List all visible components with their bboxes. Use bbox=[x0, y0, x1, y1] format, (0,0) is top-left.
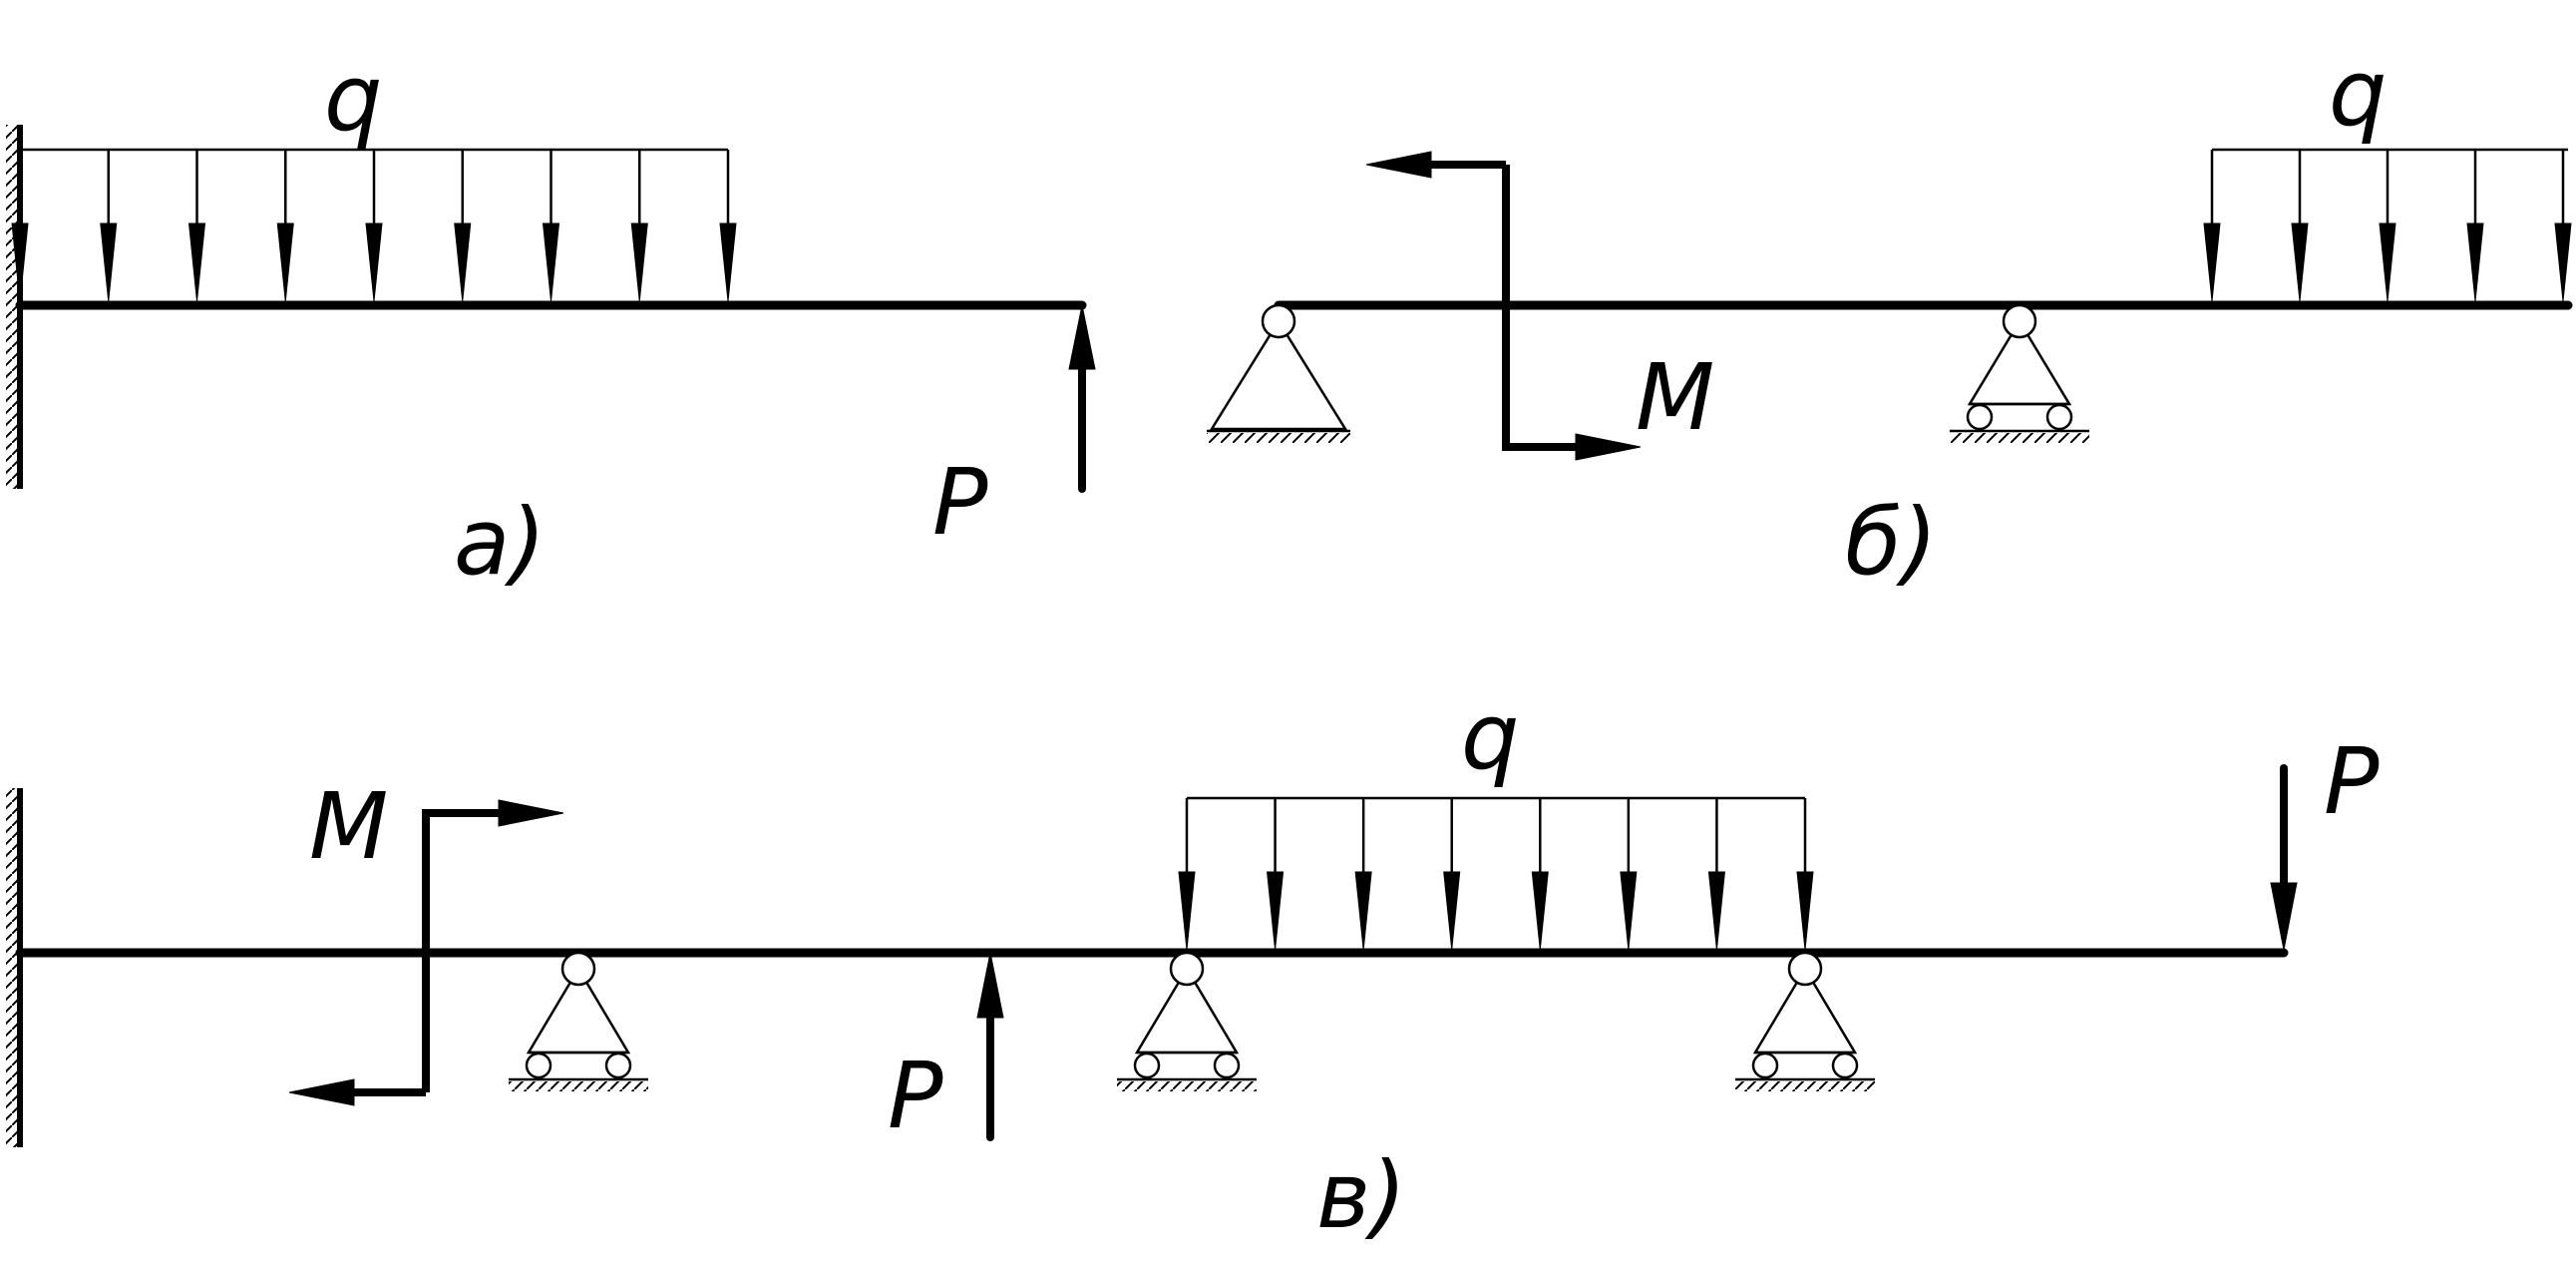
load-a-arrow bbox=[542, 150, 560, 302]
caption-a: a) bbox=[454, 489, 546, 596]
load-label-q-b: q bbox=[2329, 40, 2387, 147]
fixed-wall-c bbox=[6, 788, 23, 1147]
load-a-arrow bbox=[276, 150, 294, 302]
moment-m-b bbox=[1365, 151, 1642, 461]
force-p-down-c bbox=[2270, 764, 2298, 951]
load-a-arrow bbox=[187, 150, 206, 302]
roller-support-c1 bbox=[509, 951, 648, 1091]
figure-b: M q б) bbox=[1207, 40, 2573, 596]
load-b-arrow bbox=[2203, 150, 2221, 302]
load-a-arrow bbox=[719, 150, 737, 302]
load-b-arrow bbox=[2466, 150, 2484, 302]
distributed-load-b bbox=[2203, 148, 2572, 302]
load-b-arrow bbox=[2554, 150, 2572, 302]
load-a-arrow bbox=[100, 150, 118, 302]
distributed-load-a bbox=[11, 148, 737, 302]
load-c-arrow bbox=[1796, 798, 1814, 951]
figure-a: q P a) bbox=[6, 45, 1096, 596]
load-c-arrow bbox=[1620, 798, 1638, 951]
force-p-up-c bbox=[976, 952, 1004, 1141]
load-b-arrow bbox=[2291, 150, 2309, 302]
figure-c: M P bbox=[6, 683, 2380, 1249]
load-c-arrow bbox=[1354, 798, 1372, 951]
force-label-p-a: P bbox=[932, 449, 988, 556]
force-label-p-up-c: P bbox=[888, 1043, 943, 1149]
pinned-support-b bbox=[1207, 303, 1350, 443]
load-label-q-a: q bbox=[324, 45, 382, 152]
load-a-arrow bbox=[365, 150, 383, 302]
roller-support-c2 bbox=[1117, 951, 1257, 1091]
caption-c: в) bbox=[1316, 1142, 1406, 1249]
moment-label-m-c: M bbox=[309, 773, 388, 880]
load-a-arrow bbox=[454, 150, 472, 302]
moment-m-c bbox=[288, 799, 564, 1106]
roller-support-c3 bbox=[1735, 951, 1875, 1091]
load-c-arrow bbox=[1707, 798, 1725, 951]
caption-b: б) bbox=[1845, 489, 1938, 596]
load-b-arrow bbox=[2379, 150, 2396, 302]
roller-support-b bbox=[1950, 303, 2089, 443]
load-a-arrow bbox=[11, 150, 29, 302]
load-label-q-c: q bbox=[1461, 683, 1519, 790]
load-c-arrow bbox=[1531, 798, 1549, 951]
moment-label-m-b: M bbox=[1636, 344, 1714, 451]
load-c-arrow bbox=[1443, 798, 1461, 951]
load-c-arrow bbox=[1267, 798, 1285, 951]
force-p-a bbox=[1068, 304, 1096, 493]
distributed-load-c bbox=[1178, 796, 1814, 951]
load-c-arrow bbox=[1178, 798, 1196, 951]
load-a-arrow bbox=[630, 150, 648, 302]
force-label-p-down-c: P bbox=[2324, 728, 2380, 835]
